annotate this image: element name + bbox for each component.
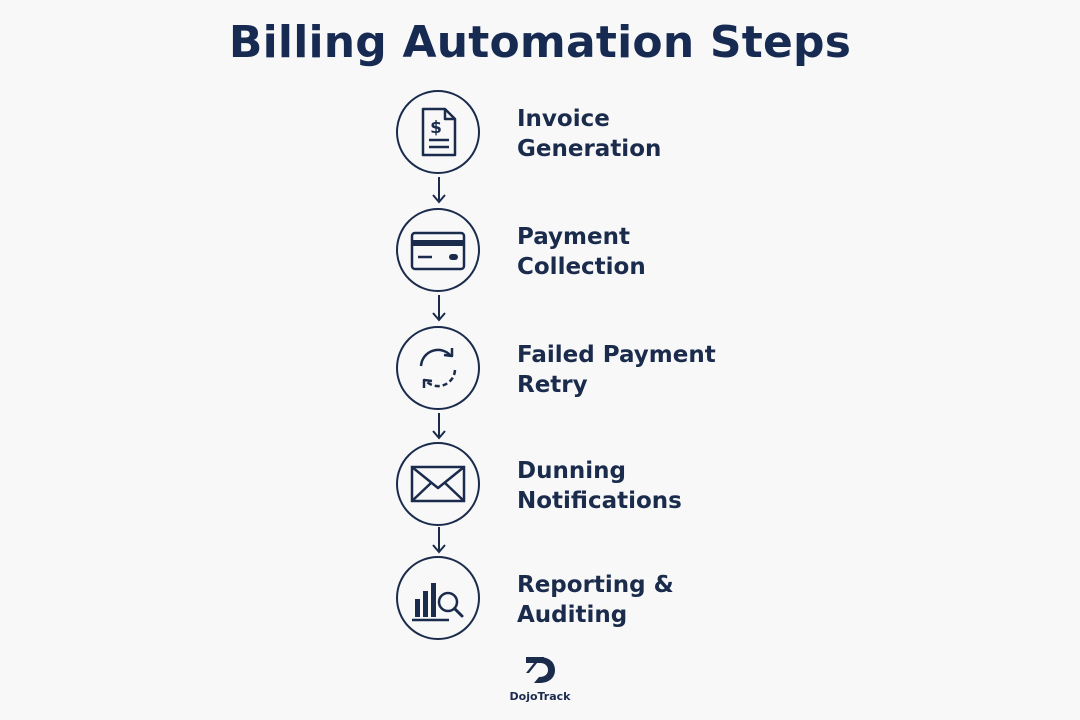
logo-text: DojoTrack (509, 690, 571, 703)
step-label-line1: Failed Payment (517, 342, 716, 368)
arrow-connector (432, 177, 446, 204)
step-label-line1: Reporting & (517, 572, 674, 598)
envelope-icon (410, 465, 466, 503)
step-invoice-generation: $ Invoice Generation (396, 90, 816, 180)
invoice-dollar-icon: $ (421, 107, 457, 157)
dojotrack-logo-icon (526, 657, 555, 683)
step-label-line1: Dunning (517, 458, 626, 484)
step-circle (396, 326, 480, 410)
step-label-line1: Invoice (517, 106, 610, 132)
step-label-line2: Auditing (517, 602, 628, 628)
step-label: Dunning Notifications (517, 456, 682, 516)
step-label: Reporting & Auditing (517, 570, 674, 630)
step-failed-payment-retry: Failed Payment Retry (396, 326, 816, 416)
step-reporting-auditing: Reporting & Auditing (396, 556, 816, 646)
step-circle (396, 442, 480, 526)
step-label: Invoice Generation (517, 104, 661, 164)
step-label: Failed Payment Retry (517, 340, 716, 400)
step-circle (396, 208, 480, 292)
step-label: Payment Collection (517, 222, 646, 282)
arrow-connector (432, 527, 446, 554)
step-label-line2: Notifications (517, 488, 682, 514)
step-dunning-notifications: Dunning Notifications (396, 442, 816, 532)
brand-logo: DojoTrack (500, 655, 580, 705)
arrow-connector (432, 295, 446, 322)
svg-text:$: $ (430, 118, 442, 138)
step-circle (396, 556, 480, 640)
step-label-line1: Payment (517, 224, 630, 250)
step-label-line2: Collection (517, 254, 646, 280)
credit-card-icon (410, 231, 466, 271)
chart-magnifier-icon (412, 583, 464, 622)
step-payment-collection: Payment Collection (396, 208, 816, 298)
diagram-title: Billing Automation Steps (228, 17, 852, 68)
refresh-retry-icon (419, 348, 457, 388)
step-circle: $ (396, 90, 480, 174)
step-label-line2: Generation (517, 136, 662, 162)
arrow-connector (432, 413, 446, 440)
step-label-line2: Retry (517, 372, 588, 398)
